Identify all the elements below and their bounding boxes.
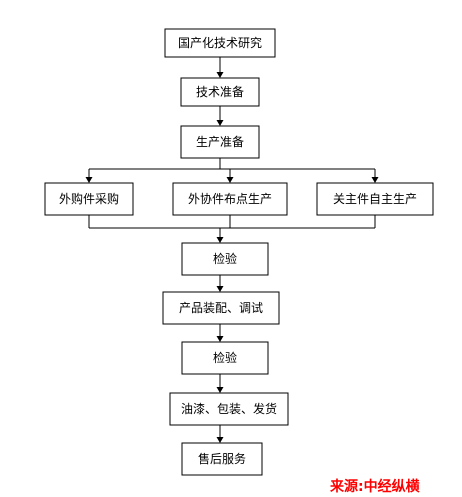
edge-assembly-to-inspect-2-arrowhead (216, 336, 224, 342)
edge-inspect-1-to-assembly-arrowhead (216, 286, 224, 292)
node-inspect-2-label: 检验 (213, 350, 237, 365)
connectors (85, 57, 379, 443)
node-inspect-1: 检验 (181, 242, 269, 276)
node-purchase: 外购件采购 (44, 182, 134, 216)
node-prod-prep-label: 生产准备 (196, 135, 244, 149)
node-outsource: 外协件布点生产 (172, 182, 288, 216)
edge-to-key-parts-arrowhead (371, 177, 379, 183)
node-key-parts-label: 关主件自主生产 (333, 192, 417, 206)
edge-merge-to-inspect-1-arrowhead (216, 237, 224, 243)
source-credit: 来源:中经纵横 (330, 476, 420, 496)
edge-tech-prep-to-prod-prep-arrowhead (216, 120, 224, 126)
node-outsource-label: 外协件布点生产 (188, 191, 272, 206)
edge-inspect-2-to-finishing-arrowhead (216, 387, 224, 393)
node-inspect-2: 检验 (181, 341, 269, 375)
node-purchase-label: 外购件采购 (59, 191, 119, 206)
node-tech-prep: 技术准备 (180, 77, 260, 107)
node-tech-prep-label: 技术准备 (196, 85, 244, 99)
source-name: 中经纵横 (363, 479, 420, 495)
node-key-parts: 关主件自主生产 (316, 182, 434, 216)
edge-to-outsource-arrowhead (226, 177, 234, 183)
node-research-label: 国产化技术研究 (178, 35, 262, 50)
edge-finishing-to-service-arrowhead (216, 437, 224, 443)
edge-to-purchase-arrowhead (85, 177, 93, 183)
node-assembly-label: 产品装配、调试 (179, 300, 263, 315)
edge-research-to-tech-prep-arrowhead (216, 72, 224, 78)
node-prod-prep: 生产准备 (180, 125, 260, 159)
node-finishing: 油漆、包装、发货 (169, 392, 289, 426)
node-service-label: 售后服务 (198, 451, 246, 466)
source-label: 来源: (330, 479, 364, 495)
node-research: 国产化技术研究 (164, 28, 276, 58)
node-finishing-label: 油漆、包装、发货 (181, 401, 277, 416)
node-inspect-1-label: 检验 (213, 251, 237, 266)
node-service: 售后服务 (181, 442, 263, 476)
node-assembly: 产品装配、调试 (162, 291, 280, 325)
